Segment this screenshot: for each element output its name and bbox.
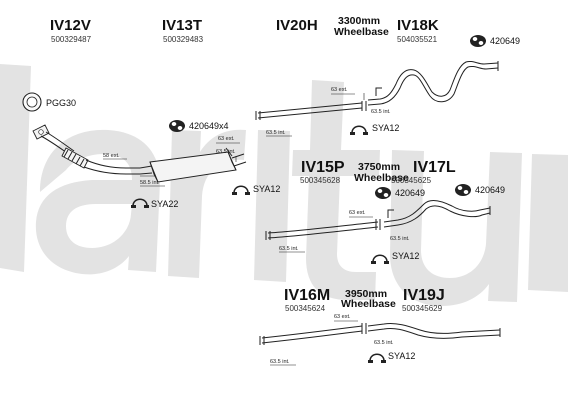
tail-pipe-3950: [259, 323, 501, 345]
kit-number-iv13t: 500329483: [163, 35, 204, 44]
tail-pipe-3750: [265, 199, 491, 240]
kit-code-iv20h: IV20H: [276, 17, 318, 34]
dim-58-5-int: 58.5 int.: [140, 180, 160, 186]
dim-63-ext-mid: 63 ext.: [349, 210, 366, 216]
dim-63-5-int-top-left: 63.5 int.: [266, 130, 286, 136]
kit-code-iv18k: IV18K: [397, 17, 439, 34]
clamp-icon: [350, 125, 368, 135]
rubber-mount-icon: [375, 187, 391, 199]
part-label-420649-top: 420649: [490, 36, 520, 46]
part-label-420649x4: 420649x4: [189, 121, 229, 131]
dim-63-5-int-mid-left: 63.5 int.: [279, 246, 299, 252]
dim-63-5-int-bot-left: 63.5 int.: [270, 359, 290, 365]
rubber-mount-icon: [470, 35, 486, 47]
wheelbase-label-3750: Wheelbase: [354, 172, 409, 184]
part-label-sya12-bottom: SYA12: [388, 351, 415, 361]
rubber-mount-icon: [455, 184, 471, 196]
part-label-sya22: SYA22: [151, 199, 178, 209]
dim-63-ext-muffler: 63 ext.: [218, 136, 235, 142]
kit-code-iv15p: IV15P: [301, 159, 345, 176]
kit-code-iv19j: IV19J: [403, 287, 445, 304]
kit-code-iv17l: IV17L: [413, 159, 456, 176]
tail-pipe-3300: [255, 60, 499, 120]
part-label-sya12-top: SYA12: [372, 123, 399, 133]
kit-number-iv19j: 500345629: [402, 304, 443, 313]
part-label-420649-mid-b: 420649: [475, 185, 505, 195]
wheelbase-value-3950: 3950mm: [345, 288, 387, 300]
clamp-icon: [232, 185, 250, 195]
dim-63-ext-bot: 63 ext.: [334, 314, 351, 320]
wheelbase-label-3950: Wheelbase: [341, 298, 396, 310]
kit-number-iv18k: 504035521: [397, 35, 438, 44]
kit-code-iv12v: IV12V: [50, 17, 91, 34]
kit-code-iv16m: IV16M: [284, 287, 330, 304]
kit-number-iv16m: 500345624: [285, 304, 326, 313]
front-pipe: [32, 124, 140, 175]
dim-63-5-int-bot-right: 63.5 int.: [374, 340, 394, 346]
dim-63-5-int-muffler: 63.5 int.: [216, 149, 236, 155]
rubber-mount-icon: [169, 120, 185, 132]
part-label-sya12-mid: SYA12: [392, 251, 419, 261]
kit-number-iv15p: 500345628: [300, 176, 341, 185]
wheelbase-value-3300: 3300mm: [338, 15, 380, 27]
gasket-ring-icon: [22, 92, 42, 112]
kit-number-iv17l: 500345625: [391, 176, 432, 185]
dim-58-ext: 58 ext.: [103, 153, 120, 159]
wheelbase-value-3750: 3750mm: [358, 161, 400, 173]
clamp-icon: [371, 254, 389, 264]
part-label-pgg30: PGG30: [46, 98, 76, 108]
part-label-sya12-muffler: SYA12: [253, 184, 280, 194]
muffler: [139, 147, 247, 183]
kit-number-iv12v: 500329487: [51, 35, 92, 44]
dim-63-5-int-mid-right: 63.5 int.: [390, 236, 410, 242]
wheelbase-label-3300: Wheelbase: [334, 26, 389, 38]
dim-63-ext-top: 63 ext.: [331, 87, 348, 93]
clamp-icon: [131, 198, 149, 208]
part-label-420649-mid-a: 420649: [395, 188, 425, 198]
kit-code-iv13t: IV13T: [162, 17, 202, 34]
dim-63-5-int-top-right: 63.5 int.: [371, 109, 391, 115]
clamp-icon: [368, 353, 386, 363]
